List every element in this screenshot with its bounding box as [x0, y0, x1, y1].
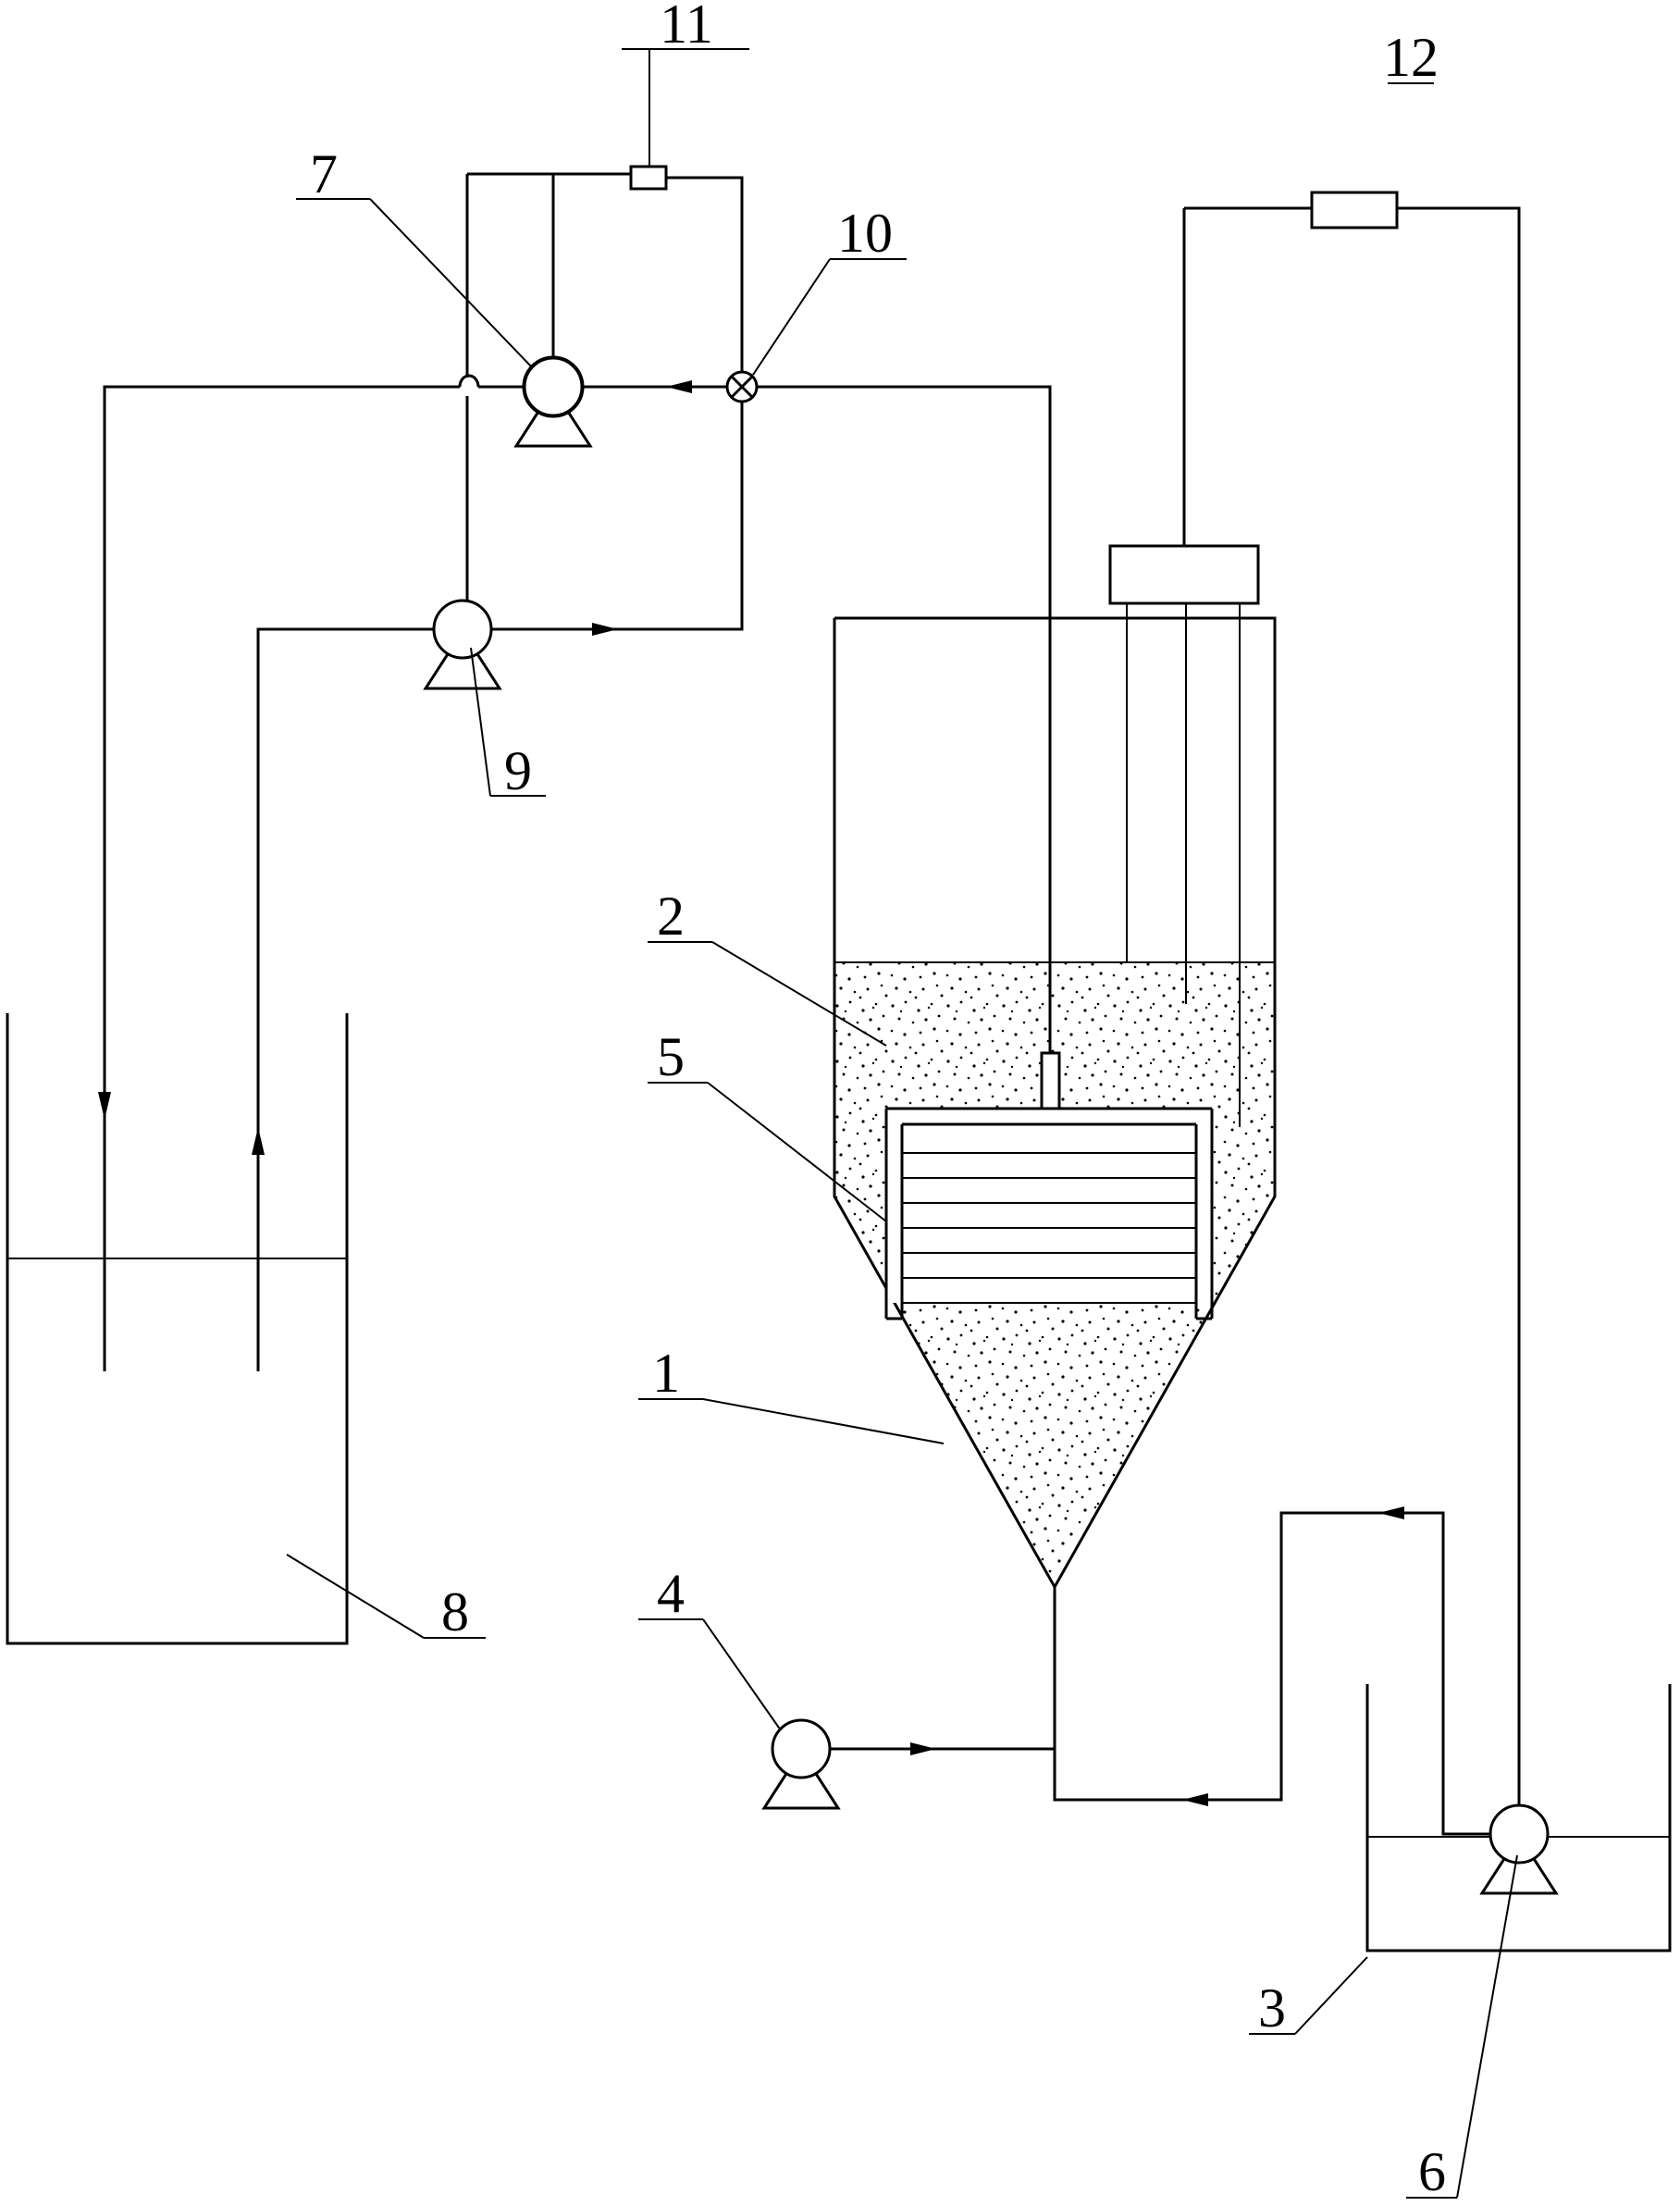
label-9: 9 [504, 740, 532, 801]
reactor-bottom-pipe [1053, 1506, 1491, 1836]
recycle-flowmeter [1310, 191, 1399, 229]
label-3: 3 [1258, 1977, 1286, 2039]
aeration-manifold [1108, 208, 1260, 1127]
label-1: 1 [652, 1343, 680, 1404]
label-2: 2 [657, 886, 685, 947]
sump-pump[interactable] [1479, 1803, 1559, 1895]
valve-to-membrane-pipe [757, 385, 1052, 1053]
feed-pipe [830, 1742, 1055, 1755]
pump-loop [465, 172, 744, 636]
leader-lines [286, 48, 1518, 2199]
label-10: 10 [837, 203, 893, 264]
label-5: 5 [657, 1026, 685, 1087]
backwash-pipe-from-tank-8 [252, 627, 435, 1371]
label-8: 8 [441, 1581, 469, 1642]
three-way-valve [725, 370, 759, 403]
label-12: 12 [1383, 27, 1439, 88]
label-6: 6 [1418, 2141, 1446, 2202]
label-7: 7 [310, 143, 338, 204]
feed-pump[interactable] [761, 1718, 841, 1810]
suction-flowmeter [629, 165, 668, 191]
labels: 11 7 10 12 9 2 5 1 8 4 3 6 [310, 0, 1446, 2202]
membrane-module [884, 1051, 1214, 1320]
recycle-line [1184, 206, 1521, 1834]
suction-pump[interactable] [513, 355, 593, 448]
label-4: 4 [657, 1563, 685, 1624]
permeate-tank [6, 1013, 349, 1645]
backwash-pump[interactable] [423, 599, 502, 690]
label-11: 11 [660, 0, 713, 55]
suction-pipe-to-tank-8 [98, 374, 526, 1371]
